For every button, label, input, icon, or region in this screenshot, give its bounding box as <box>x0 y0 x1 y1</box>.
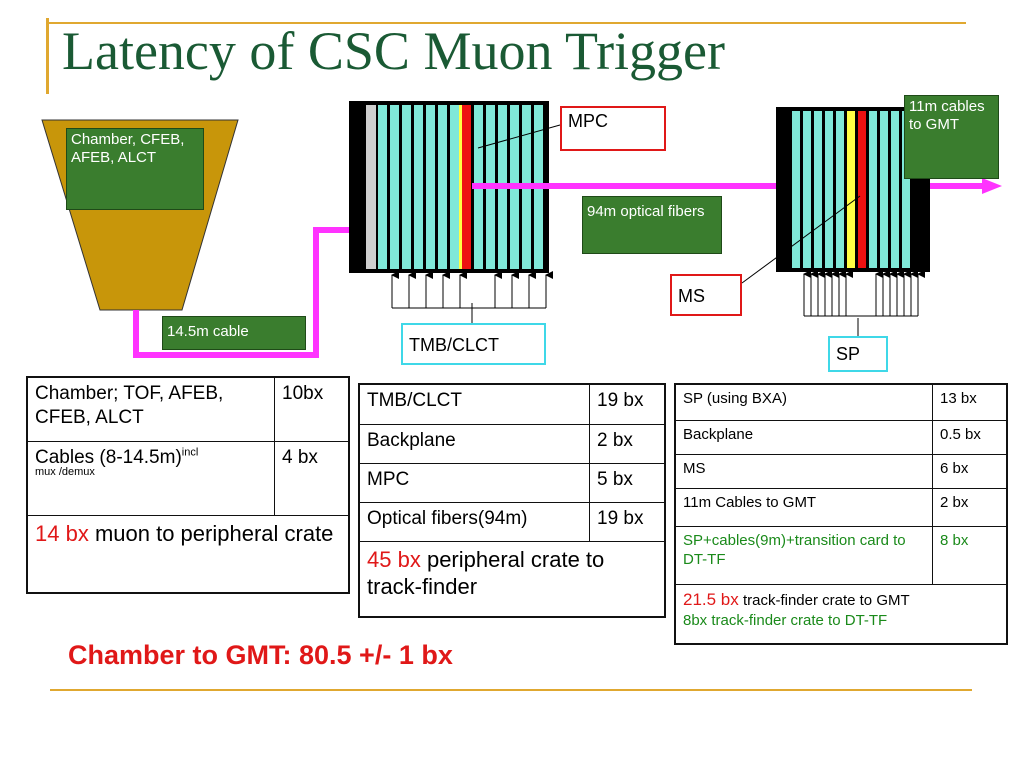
row-label: Cables (8-14.5m) <box>35 446 182 468</box>
sp-board <box>902 111 910 268</box>
table-row: MS 6 bx <box>674 453 1008 489</box>
ms-callout: MS <box>670 274 742 316</box>
sp-board <box>891 111 899 268</box>
total-cell: 14 bx muon to peripheral crate <box>26 514 350 594</box>
peripheral-crate-slot <box>366 105 376 269</box>
table-row: Chamber; TOF, AFEB, CFEB, ALCT 10bx <box>26 376 350 442</box>
row-label-superscript: incl <box>181 446 199 459</box>
sp-callout: SP <box>828 336 888 372</box>
row-value: 2 bx <box>932 487 1008 527</box>
tmb-board <box>450 105 459 269</box>
row-label: Chamber; TOF, AFEB, CFEB, ALCT <box>26 376 275 442</box>
table-row: SP+cables(9m)+transition card to DT-TF 8… <box>674 525 1008 585</box>
table-row: Backplane 2 bx <box>358 423 666 464</box>
total-value: 14 bx <box>35 520 89 546</box>
total-text-dt-tf: 8bx track-finder crate to DT-TF <box>683 611 888 629</box>
tmb-board <box>414 105 423 269</box>
total-value: 21.5 bx <box>683 589 739 609</box>
mpc-board <box>462 105 471 269</box>
summary-line: Chamber to GMT: 80.5 +/- 1 bx <box>68 640 453 670</box>
title-rule-vertical <box>46 18 49 94</box>
row-label: Backplane <box>358 423 590 464</box>
row-label: MS <box>674 453 933 489</box>
row-label: MPC <box>358 462 590 503</box>
table-row: Optical fibers(94m) 19 bx <box>358 501 666 542</box>
row-value: 6 bx <box>932 453 1008 489</box>
row-value: 13 bx <box>932 383 1008 421</box>
chamber-latency-table: Chamber; TOF, AFEB, CFEB, ALCT 10bx Cabl… <box>26 376 350 594</box>
tmb-board <box>378 105 387 269</box>
row-value: 5 bx <box>589 462 666 503</box>
table-row: Backplane 0.5 bx <box>674 419 1008 455</box>
sp-board <box>880 111 888 268</box>
optical-fibers-label: 94m optical fibers <box>582 196 722 254</box>
tmb-board <box>390 105 399 269</box>
row-value: 10bx <box>274 376 350 442</box>
row-label: TMB/CLCT <box>358 383 590 425</box>
trackfinder-latency-table: SP (using BXA) 13 bx Backplane 0.5 bx MS… <box>674 383 1008 645</box>
total-cell: 21.5 bx track-finder crate to GMT 8bx tr… <box>674 583 1008 645</box>
sp-board <box>869 111 877 268</box>
row-value: 2 bx <box>589 423 666 464</box>
ccb-board <box>858 111 866 268</box>
bottom-rule <box>50 689 972 691</box>
total-text: track-finder crate to GMT <box>742 591 910 609</box>
total-text: peripheral crate to track-finder <box>367 546 605 600</box>
tmb-board <box>402 105 411 269</box>
row-value: 0.5 bx <box>932 419 1008 455</box>
row-value: 19 bx <box>589 383 666 425</box>
ms-board <box>847 111 855 268</box>
total-value: 45 bx <box>367 546 421 572</box>
sp-board <box>803 111 811 268</box>
sp-board <box>825 111 833 268</box>
tmb-board <box>426 105 435 269</box>
cable-line <box>133 227 388 358</box>
table-row: MPC 5 bx <box>358 462 666 503</box>
chamber-label: Chamber, CFEB, AFEB, ALCT <box>66 128 204 210</box>
mpc-board-edge <box>459 105 462 269</box>
sp-board <box>814 111 822 268</box>
table-row: SP (using BXA) 13 bx <box>674 383 1008 421</box>
row-label: 11m Cables to GMT <box>674 487 933 527</box>
trackfinder-crate-backplane <box>779 111 790 169</box>
table-row: 11m Cables to GMT 2 bx <box>674 487 1008 527</box>
tmb-board <box>438 105 447 269</box>
mpc-callout: MPC <box>560 106 666 151</box>
sp-input-arrows <box>803 270 925 317</box>
gmt-cables-label: 11m cables to GMT <box>904 95 999 179</box>
total-row: 14 bx muon to peripheral crate <box>26 514 350 594</box>
mpc-pointer-line <box>477 124 561 149</box>
tmb-input-arrows <box>391 271 553 309</box>
row-label: Optical fibers(94m) <box>358 501 590 542</box>
row-label-cell: Cables (8-14.5m)incl mux /demux <box>26 440 275 516</box>
row-value: 8 bx <box>932 525 1008 585</box>
sp-board <box>792 111 800 268</box>
total-text: muon to peripheral crate <box>94 520 334 546</box>
cable-label: 14.5m cable <box>162 316 306 350</box>
row-label: Backplane <box>674 419 933 455</box>
ms-pointer-line <box>741 195 861 284</box>
row-label: SP+cables(9m)+transition card to DT-TF <box>674 525 933 585</box>
optical-arrow-head <box>982 178 1002 194</box>
title-rule-horizontal <box>46 22 966 24</box>
tmb-callout: TMB/CLCT <box>401 323 546 365</box>
total-row: 45 bx peripheral crate to track-finder <box>358 540 666 618</box>
row-label: SP (using BXA) <box>674 383 933 421</box>
row-label-note: mux /demux <box>35 466 95 479</box>
table-row: TMB/CLCT 19 bx <box>358 383 666 425</box>
sp-board <box>836 111 844 268</box>
total-cell: 45 bx peripheral crate to track-finder <box>358 540 666 618</box>
row-value: 4 bx <box>274 440 350 516</box>
total-row: 21.5 bx track-finder crate to GMT 8bx tr… <box>674 583 1008 645</box>
peripheral-latency-table: TMB/CLCT 19 bx Backplane 2 bx MPC 5 bx O… <box>358 383 666 618</box>
row-value: 19 bx <box>589 501 666 542</box>
peripheral-crate-backplane <box>353 105 366 183</box>
trackfinder-boards <box>792 111 910 268</box>
page-title: Latency of CSC Muon Trigger <box>62 21 726 81</box>
table-row: Cables (8-14.5m)incl mux /demux 4 bx <box>26 440 350 516</box>
